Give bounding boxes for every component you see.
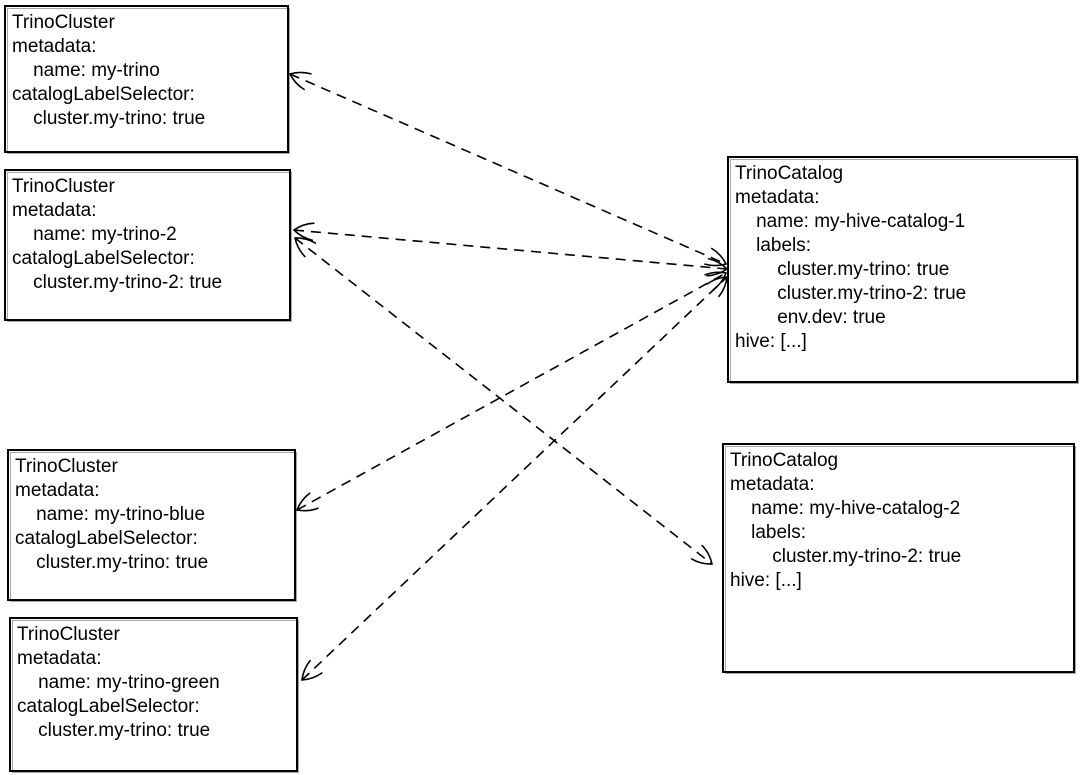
node-trinocluster-my-trino-green: TrinoCluster metadata: name: my-trino-gr…: [9, 617, 299, 773]
yaml-line: metadata:: [17, 648, 102, 669]
yaml-line: catalogLabelSelector:: [15, 528, 198, 549]
node-trinocatalog-my-hive-catalog-2: TrinoCatalog metadata: name: my-hive-cat…: [722, 443, 1076, 674]
yaml-line: catalogLabelSelector:: [17, 696, 200, 717]
yaml-line: TrinoCluster: [12, 12, 115, 33]
yaml-line: env.dev: true: [735, 307, 886, 328]
node-trinocluster-my-trino: TrinoCluster metadata: name: my-trino ca…: [4, 5, 290, 154]
yaml-line: hive: [...]: [735, 331, 807, 352]
yaml-line: catalogLabelSelector:: [12, 248, 195, 269]
yaml-line: TrinoCluster: [15, 456, 118, 477]
yaml-line: metadata:: [735, 187, 820, 208]
node-trinocluster-my-trino-blue: TrinoCluster metadata: name: my-trino-bl…: [7, 449, 297, 602]
yaml-line: cluster.my-trino: true: [12, 108, 206, 129]
yaml-line: hive: [...]: [730, 570, 802, 591]
yaml-line: cluster.my-trino-2: true: [735, 283, 967, 304]
yaml-line: TrinoCluster: [17, 624, 120, 645]
yaml-line: metadata:: [12, 36, 97, 57]
yaml-line: name: my-trino-green: [17, 672, 220, 693]
yaml-line: name: my-trino: [12, 60, 160, 81]
yaml-line: cluster.my-trino: true: [17, 720, 211, 741]
node-trinocatalog-my-hive-catalog-1: TrinoCatalog metadata: name: my-hive-cat…: [727, 156, 1079, 384]
yaml-line: TrinoCatalog: [730, 450, 839, 471]
yaml-line: cluster.my-trino: true: [15, 552, 209, 573]
node-trinocluster-my-trino-2: TrinoCluster metadata: name: my-trino-2 …: [4, 169, 292, 322]
yaml-line: name: my-trino-blue: [15, 504, 206, 525]
yaml-line: metadata:: [12, 200, 97, 221]
yaml-line: catalogLabelSelector:: [12, 84, 195, 105]
yaml-line: metadata:: [730, 474, 815, 495]
yaml-line: metadata:: [15, 480, 100, 501]
yaml-line: cluster.my-trino-2: true: [730, 546, 962, 567]
yaml-line: name: my-hive-catalog-2: [730, 498, 961, 519]
yaml-line: name: my-hive-catalog-1: [735, 211, 966, 232]
yaml-line: name: my-trino-2: [12, 224, 177, 245]
yaml-line: labels:: [730, 522, 807, 543]
yaml-line: cluster.my-trino: true: [735, 259, 950, 280]
yaml-line: cluster.my-trino-2: true: [12, 272, 223, 293]
yaml-line: TrinoCatalog: [735, 163, 844, 184]
yaml-line: labels:: [735, 235, 812, 256]
yaml-line: TrinoCluster: [12, 176, 115, 197]
